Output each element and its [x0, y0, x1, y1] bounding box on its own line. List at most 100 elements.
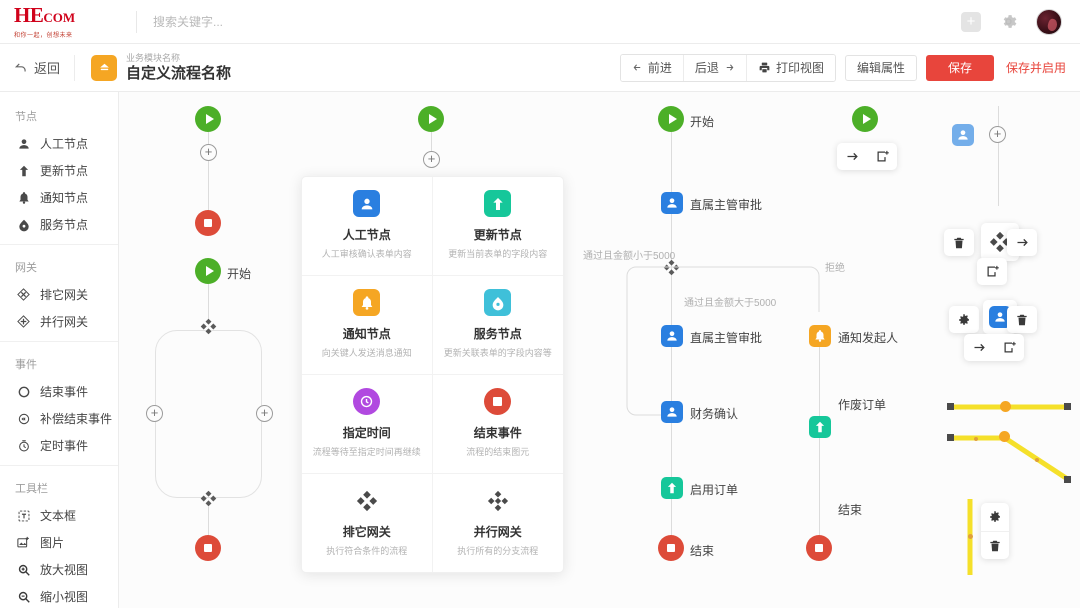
palette-item-notify-node[interactable]: 通知节点 向关键人发送消息通知	[302, 276, 433, 375]
node-context-menu-gear[interactable]	[949, 306, 979, 333]
plus-circle-icon-right[interactable]: +	[256, 405, 273, 422]
sidebar-item-manual-node[interactable]: 人工节点	[0, 130, 118, 157]
copy-add-icon[interactable]	[994, 334, 1024, 361]
flow-node-finance[interactable]	[661, 401, 683, 423]
edge-context-menu[interactable]	[981, 503, 1009, 559]
trash-icon[interactable]	[944, 229, 974, 256]
sidebar-item-notify-node[interactable]: 通知节点	[0, 184, 118, 211]
palette-item-service-node[interactable]: 服务节点 更新关联表单的字段内容等	[432, 276, 563, 375]
module-text: 业务模块名称 自定义流程名称	[126, 53, 231, 82]
start-node[interactable]	[195, 106, 221, 132]
connector-line	[208, 506, 209, 536]
copy-add-icon[interactable]	[977, 258, 1007, 285]
palette-item-exclusive-gateway[interactable]: 排它网关 执行符合条件的流程	[302, 474, 433, 572]
sidebar-item-end-event[interactable]: 结束事件	[0, 378, 118, 405]
sidebar-item-service-node[interactable]: 服务节点	[0, 211, 118, 238]
plus-circle-icon[interactable]: +	[200, 144, 217, 161]
sidebar-item-compensation-end-event[interactable]: 补偿结束事件	[0, 405, 118, 432]
flow-node-notify[interactable]	[809, 325, 831, 347]
sidebar-item-zoom-in[interactable]: 放大视图	[0, 556, 118, 583]
sample-node-light[interactable]	[952, 124, 974, 146]
edge-handle-mid[interactable]	[968, 534, 973, 539]
page-title[interactable]: 自定义流程名称	[126, 64, 232, 82]
parallel-gateway-icon[interactable]	[200, 490, 217, 507]
flow-start-node[interactable]	[658, 106, 684, 132]
sidebar-item-textbox[interactable]: 文本框	[0, 502, 118, 529]
start-node-labeled[interactable]	[195, 258, 221, 284]
edge-handle-end[interactable]	[1064, 403, 1071, 410]
flow-node-label: 财务确认	[690, 407, 739, 421]
end-node[interactable]	[195, 535, 221, 561]
node-context-menu-bottom[interactable]	[964, 334, 1024, 361]
print-view-button[interactable]: 打印视图	[745, 54, 835, 81]
arrow-right-icon[interactable]	[837, 143, 867, 170]
gear-icon[interactable]	[949, 306, 979, 333]
edit-properties-button[interactable]: 编辑属性	[844, 54, 917, 81]
save-button[interactable]: 保存	[925, 54, 994, 81]
flow-node-approval-1[interactable]	[661, 192, 683, 214]
flow-node-enable-order[interactable]	[661, 477, 683, 499]
trash-icon[interactable]	[981, 531, 1009, 559]
edge-handle-bend[interactable]	[999, 431, 1010, 442]
trash-icon[interactable]	[1007, 306, 1037, 333]
selected-edge-straight[interactable]	[943, 392, 1080, 422]
palette-item-timer[interactable]: 指定时间 流程等待至指定时间再继续	[302, 375, 433, 474]
copy-add-icon[interactable]	[867, 143, 897, 170]
sidebar-item-exclusive-gateway[interactable]: 排它网关	[0, 281, 118, 308]
selected-edge-bent[interactable]	[943, 428, 1080, 488]
arrow-up-icon	[16, 163, 31, 178]
gateway-context-menu-right[interactable]	[1007, 229, 1037, 256]
sidebar-item-timer-event[interactable]: 定时事件	[0, 432, 118, 459]
plus-circle-icon[interactable]: +	[989, 126, 1006, 143]
plus-icon[interactable]: +	[961, 11, 981, 32]
flow-canvas[interactable]: + 开始 + + + 人工节点	[119, 92, 1080, 608]
sidebar-item-label: 结束事件	[40, 385, 89, 399]
header-divider	[136, 10, 137, 33]
palette-item-update-node[interactable]: 更新节点 更新当前表单的字段内容	[432, 177, 563, 276]
gateway-context-menu-left[interactable]	[944, 229, 974, 256]
plus-circle-icon-left[interactable]: +	[146, 405, 163, 422]
search-input[interactable]	[153, 8, 383, 35]
arrow-right-icon[interactable]	[1007, 229, 1037, 256]
start-node[interactable]	[418, 106, 444, 132]
flow-node-void-order[interactable]	[809, 416, 831, 438]
node-context-menu-trash[interactable]	[1007, 306, 1037, 333]
palette-item-desc: 更新关联表单的字段内容等	[443, 348, 552, 358]
palette-item-manual-node[interactable]: 人工节点 人工审核确认表单内容	[302, 177, 433, 276]
sidebar-item-update-node[interactable]: 更新节点	[0, 157, 118, 184]
edge-handle-start[interactable]	[947, 403, 954, 410]
start-node-context-menu[interactable]	[837, 143, 897, 170]
logo[interactable]: HECOM 和你一起，创想未来	[0, 4, 130, 39]
sidebar-item-label: 图片	[40, 536, 65, 550]
avatar[interactable]	[1036, 8, 1062, 35]
forward-button[interactable]: 前进	[620, 54, 683, 81]
logo-small-text: COM	[43, 9, 76, 25]
save-and-enable-link[interactable]: 保存并启用	[1003, 59, 1066, 76]
back-button[interactable]: 返回	[0, 58, 74, 77]
gateway-context-menu-bottom[interactable]	[977, 258, 1007, 285]
gear-icon[interactable]	[981, 503, 1009, 531]
sidebar-item-zoom-out[interactable]: 缩小视图	[0, 583, 118, 608]
edge-handle-start[interactable]	[947, 434, 954, 441]
flow-node-approval-2[interactable]	[661, 325, 683, 347]
node-palette-popup[interactable]: 人工节点 人工审核确认表单内容 更新节点 更新当前表单的字段内容 通知节点 向关…	[301, 176, 564, 573]
sidebar-item-image[interactable]: 图片	[0, 529, 118, 556]
palette-item-parallel-gateway[interactable]: 并行网关 执行所有的分支流程	[433, 474, 564, 572]
palette-item-desc: 流程的结束图元	[466, 447, 530, 457]
backward-button[interactable]: 后退	[682, 54, 746, 81]
sidebar-item-parallel-gateway[interactable]: 并行网关	[0, 308, 118, 335]
parallel-gateway-icon[interactable]	[200, 318, 217, 335]
palette-item-end-event[interactable]: 结束事件 流程的结束图元	[432, 375, 563, 474]
sub-header-divider	[74, 54, 76, 81]
plus-circle-icon[interactable]: +	[423, 151, 440, 168]
edge-handle-mid[interactable]	[1000, 401, 1011, 412]
sample-start-node[interactable]	[852, 106, 878, 132]
edge-handle-end[interactable]	[1064, 476, 1071, 483]
edge-handle-minor[interactable]	[974, 437, 978, 441]
arrow-right-icon[interactable]	[964, 334, 994, 361]
edge-handle-minor[interactable]	[1035, 458, 1039, 462]
end-node[interactable]	[195, 210, 221, 236]
flow-branch-end-node[interactable]	[806, 535, 832, 561]
gear-icon[interactable]	[999, 12, 1018, 31]
flow-end-node[interactable]	[658, 535, 684, 561]
